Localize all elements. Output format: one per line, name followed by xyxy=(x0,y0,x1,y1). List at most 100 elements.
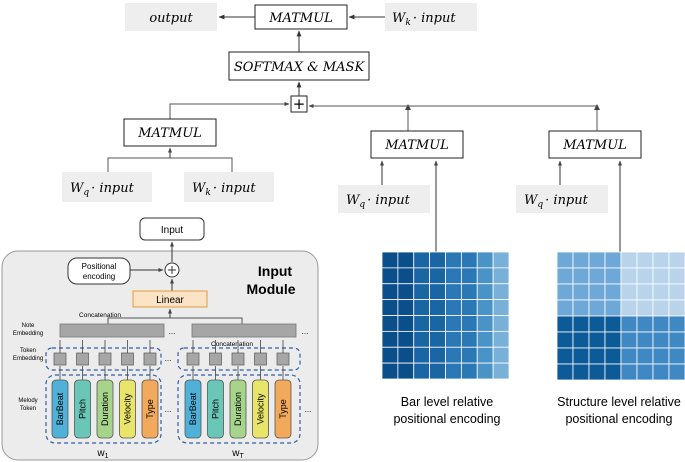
melody-token-label: Velocity xyxy=(256,393,266,425)
structure-grid-cell xyxy=(636,331,654,349)
input-module-title-1: Input xyxy=(258,263,293,279)
bar-grid-cell xyxy=(397,362,415,380)
structure-grid-cell xyxy=(588,315,606,333)
token-embedding-square xyxy=(231,352,245,366)
structure-grid-cell xyxy=(668,299,685,317)
structure-grid-cell xyxy=(636,347,654,365)
matmul-left-label: MATMUL xyxy=(137,126,202,141)
bar-grid-cell xyxy=(476,315,494,332)
matmul-mid-box xyxy=(370,130,464,159)
bar-grid-cell xyxy=(381,346,399,364)
structure-grid-cell xyxy=(636,283,654,301)
wk-input-left: Wk· input xyxy=(192,181,256,198)
bar-grid-cell xyxy=(460,251,478,269)
bar-grid-cell xyxy=(397,251,415,269)
arrowhead-right xyxy=(594,104,600,110)
wq-input-mid-box xyxy=(338,185,430,213)
structure-grid-cell xyxy=(620,283,638,301)
bar-grid-cell xyxy=(445,362,462,380)
bar-grid-cell xyxy=(492,299,510,316)
token-embedding-label-1: Token xyxy=(20,348,36,354)
wq-input-left: Wq· input xyxy=(70,181,135,198)
melody-token-pill xyxy=(51,379,69,439)
bar-grid-cell xyxy=(413,315,431,332)
structure-grid-cell xyxy=(588,299,606,317)
melody-token-label: Type xyxy=(278,399,288,419)
bar-grid-cell xyxy=(397,346,415,364)
wk-input-left-box xyxy=(184,172,274,202)
melody-token-label-1: Melody xyxy=(18,398,37,404)
bar-grid-cell xyxy=(445,315,462,332)
melody-token-label: Type xyxy=(145,399,155,419)
structure-grid-cell xyxy=(652,283,670,301)
positional-encoding-label-1: Positional xyxy=(82,262,117,271)
ellipsis-note-right: ... xyxy=(302,327,309,336)
structure-grid-cell xyxy=(588,363,606,381)
token-embedding-square xyxy=(143,352,157,366)
input-box xyxy=(139,217,205,241)
wq-input-right-box xyxy=(516,185,608,213)
ellipsis-melody-right: ... xyxy=(305,405,312,414)
bar-grid-cell xyxy=(429,362,446,380)
structure-grid-cell xyxy=(556,251,574,269)
structure-grid-cell xyxy=(572,251,590,269)
wt-label: wT xyxy=(231,448,244,460)
structure-level-encoding-grid xyxy=(556,251,685,381)
bar-grid-cell xyxy=(413,346,431,364)
structure-grid-cell xyxy=(572,299,590,317)
structure-grid-cell xyxy=(636,315,654,333)
bar-grid-cell xyxy=(492,330,510,348)
token-embedding-square xyxy=(209,352,222,366)
melody-token-pill xyxy=(119,379,136,439)
structure-grid-cell xyxy=(572,267,590,285)
bar-encoding-label-2: positional encoding xyxy=(393,412,500,426)
melody-token-label: Duration xyxy=(100,392,110,426)
bar-grid-cell xyxy=(413,299,431,316)
structure-grid-cell xyxy=(572,283,590,301)
w1-label: w1 xyxy=(96,448,108,460)
bar-grid-cell xyxy=(413,251,431,269)
structure-grid-cell xyxy=(620,267,638,285)
melody-token-label-2: Token xyxy=(20,406,36,412)
structure-grid-cell xyxy=(668,331,685,349)
input-module-title-2: Module xyxy=(247,281,296,297)
structure-grid-cell xyxy=(588,347,606,365)
bar-grid-cell xyxy=(381,251,399,269)
matmul-right-label: MATMUL xyxy=(562,138,627,153)
structure-grid-cell xyxy=(604,315,622,333)
bar-grid-cell xyxy=(476,267,494,285)
bar-grid-cell xyxy=(460,283,478,301)
bar-grid-cell xyxy=(397,283,415,301)
ellipsis-melody: ... xyxy=(165,405,172,414)
bar-grid-cell xyxy=(381,283,399,301)
token-embedding-square xyxy=(53,352,67,366)
concatenation-label-1: Concatenation xyxy=(79,312,121,319)
matmul-top-label: MATMUL xyxy=(268,11,333,26)
structure-encoding-label-2: positional encoding xyxy=(565,412,672,426)
concatenation-label-2: Concatenation xyxy=(211,341,253,348)
bar-grid-cell xyxy=(429,315,446,332)
bar-grid-cell xyxy=(397,330,415,348)
softmax-mask-box xyxy=(228,51,370,81)
structure-grid-cell xyxy=(588,283,606,301)
bar-grid-cell xyxy=(397,315,415,332)
melody-token-group-1 xyxy=(45,374,162,444)
positional-encoding-label-2: encoding xyxy=(83,272,115,281)
matmul-right-box xyxy=(548,130,642,159)
structure-grid-cell xyxy=(636,251,654,269)
structure-grid-cell xyxy=(636,299,654,317)
note-embedding-1 xyxy=(59,323,165,338)
structure-grid-cell xyxy=(652,331,670,349)
structure-grid-cell xyxy=(604,283,622,301)
structure-grid-cell xyxy=(572,315,590,333)
wk-input-top: Wk· input xyxy=(392,11,456,28)
softmax-mask-label: SOFTMAX & MASK xyxy=(234,60,366,75)
matmul-left-box xyxy=(123,118,217,147)
wq-input-mid: Wq· input xyxy=(346,193,411,210)
structure-grid-cell xyxy=(604,267,622,285)
melody-token-label: Pitch xyxy=(78,399,88,419)
bar-grid-cell xyxy=(476,346,494,364)
structure-grid-cell xyxy=(588,267,606,285)
